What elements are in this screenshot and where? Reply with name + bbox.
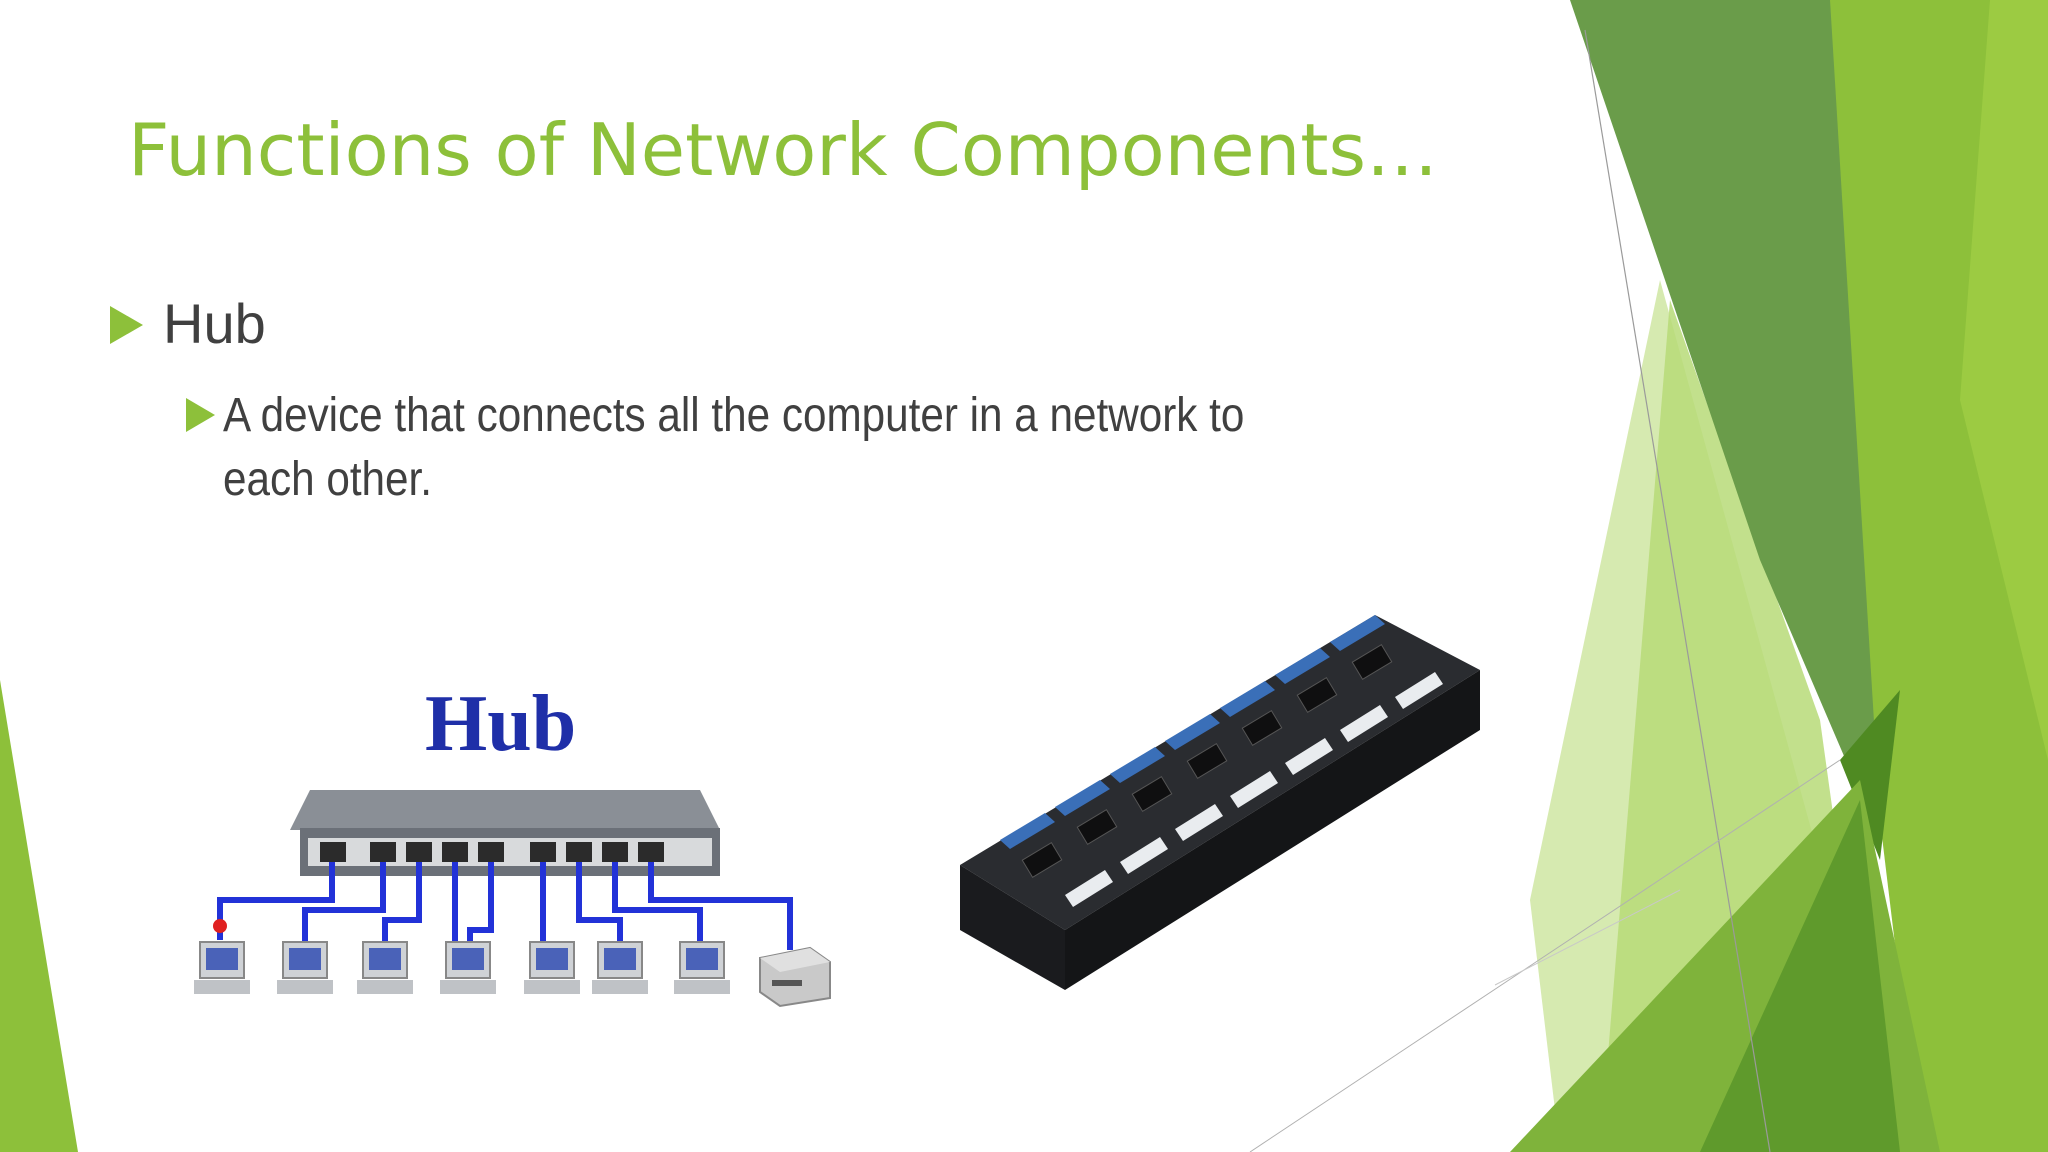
computer-icon <box>592 941 648 994</box>
bullet-arrow-icon <box>110 306 143 344</box>
hub-network-diagram: Hub <box>194 680 831 1008</box>
right-facet-dark <box>1570 0 1880 840</box>
usb-hub-front-face <box>960 865 1065 990</box>
computer-icon <box>277 941 333 994</box>
slide-title: Functions of Network Components… <box>128 108 1438 192</box>
guide-line-3 <box>1494 889 1681 986</box>
left-green-sliver <box>0 680 78 1152</box>
guide-line-1 <box>1584 29 1771 1152</box>
bullet-hub: Hub <box>110 292 266 356</box>
usb-hub-side-face <box>1065 670 1480 990</box>
usb-hub-photo <box>960 615 1480 990</box>
bullet-text: A device that connects all the computer … <box>223 389 1245 506</box>
bullet-arrow-icon <box>186 398 215 432</box>
hub-top <box>290 790 720 830</box>
bottom-facet-dark <box>1700 800 1900 1152</box>
hub-diagram-label: Hub <box>425 680 576 768</box>
usb-indicator-lights <box>1065 672 1443 907</box>
computer-icon <box>357 941 413 994</box>
computer-icon <box>440 941 496 994</box>
usb-switches <box>1021 643 1393 879</box>
usb-hub-top-face <box>960 615 1480 930</box>
hub-ports <box>320 842 664 862</box>
bullet-text: Hub <box>163 292 266 355</box>
guide-line-2 <box>1249 759 1841 1152</box>
computers <box>194 941 831 1008</box>
computer-icon <box>194 941 250 994</box>
cable-marker <box>213 919 227 933</box>
printer-icon <box>759 946 831 1008</box>
computer-icon <box>674 941 730 994</box>
usb-ports <box>1000 615 1385 849</box>
right-facet-bright <box>1960 0 2048 760</box>
bullet-hub-definition: A device that connects all the computer … <box>186 384 1486 512</box>
right-facet-deep <box>1840 690 1900 860</box>
computer-icon <box>524 941 580 994</box>
